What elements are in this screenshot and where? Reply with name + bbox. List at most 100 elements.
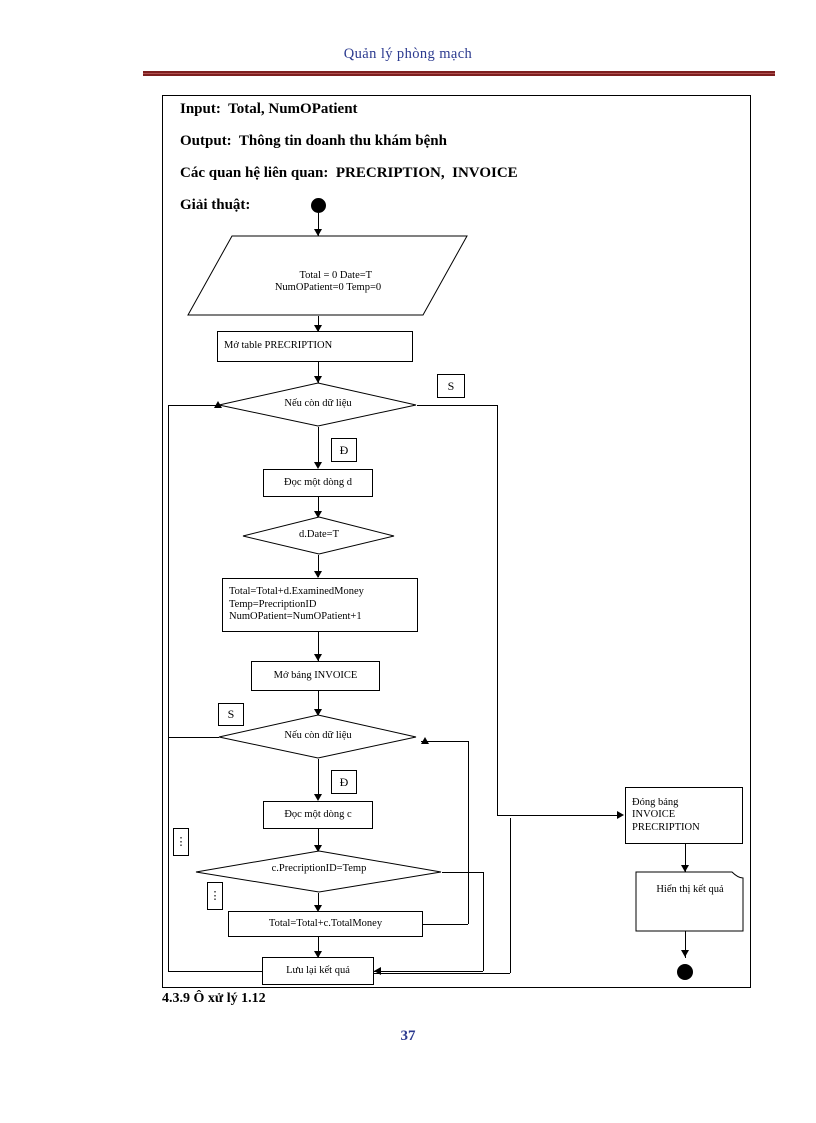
process-read-row-d-label: Đọc một dòng d bbox=[284, 476, 352, 488]
process-open-precription: Mở table PRECRIPTION bbox=[217, 331, 413, 362]
decision-still-data-1 bbox=[218, 382, 417, 427]
start-terminator bbox=[311, 198, 326, 213]
connector-start-to-init bbox=[318, 213, 319, 236]
page-number: 37 bbox=[400, 1028, 416, 1044]
arrowhead-decision2 bbox=[314, 511, 322, 518]
process-close-tables: Đóng bảng INVOICE PRECRIPTION bbox=[625, 787, 743, 844]
connector-d3-false-h bbox=[168, 737, 219, 738]
connector-outermost-v bbox=[510, 818, 511, 973]
spec-relations-line: Các quan hệ liên quan: PRECRIPTION, INVO… bbox=[180, 165, 518, 181]
tag-false-decision1: S bbox=[437, 374, 465, 398]
tag-true-decision1-label: Đ bbox=[339, 442, 349, 457]
connector-open-precription-to-decision1 bbox=[318, 362, 319, 383]
arrowhead-decision3 bbox=[314, 709, 322, 716]
connector-total-loop-h bbox=[423, 924, 468, 925]
tag-ellipsis-1: ⋮ bbox=[173, 828, 189, 856]
init-parallelogram-label: Total = 0 Date=T NumOPatient=0 Temp=0 bbox=[198, 257, 458, 307]
process-read-row-d: Đọc một dòng d bbox=[263, 469, 373, 497]
decision-date-equals-t-label: d.Date=T bbox=[298, 529, 340, 540]
process-save-result: Lưu lại kết quả bbox=[262, 957, 374, 985]
tag-ellipsis-2-label: ⋮ bbox=[209, 889, 221, 902]
init-parallelogram bbox=[187, 235, 468, 316]
connector-return-left-h bbox=[168, 971, 262, 972]
init-text: Total = 0 Date=T NumOPatient=0 Temp=0 bbox=[274, 269, 382, 294]
tag-ellipsis-1-label: ⋮ bbox=[175, 835, 187, 848]
process-accumulate-label: Total=Total+d.ExaminedMoney Temp=Precrip… bbox=[229, 586, 364, 623]
process-close-tables-label: Đóng bảng INVOICE PRECRIPTION bbox=[632, 796, 700, 833]
arrowhead-read-d bbox=[314, 462, 322, 469]
process-read-row-c-label: Đọc một dòng c bbox=[284, 808, 352, 820]
connector-d2-to-accumulate bbox=[318, 555, 319, 577]
tag-true-decision3: Đ bbox=[331, 770, 357, 794]
connector-display-to-end bbox=[685, 931, 686, 958]
process-total-money: Total=Total+c.TotalMoney bbox=[228, 911, 423, 937]
algorithm-frame bbox=[162, 95, 751, 988]
spec-output-line: Output: Thông tin doanh thu khám bệnh bbox=[180, 133, 447, 149]
process-total-money-label: Total=Total+c.TotalMoney bbox=[268, 917, 383, 929]
decision-still-data-2 bbox=[218, 714, 417, 759]
connector-close-to-display bbox=[685, 844, 686, 872]
decision-precriptionid-equals-temp-label: c.PrecriptionID=Temp bbox=[271, 863, 367, 874]
decision-still-data-2-label: Nếu còn dữ liệu bbox=[284, 730, 352, 741]
connector-total-loop-v bbox=[468, 741, 469, 924]
process-open-invoice: Mở bảng INVOICE bbox=[251, 661, 380, 691]
arrowhead-accumulate bbox=[314, 571, 322, 578]
process-open-invoice-label: Mở bảng INVOICE bbox=[273, 669, 358, 681]
connector-d4-to-total bbox=[318, 893, 319, 910]
tag-true-decision1: Đ bbox=[331, 438, 357, 462]
tag-false-decision3-label: S bbox=[227, 707, 235, 721]
connector-return-left-v bbox=[168, 737, 169, 971]
document-display-result bbox=[635, 871, 744, 932]
connector-outermost-h bbox=[374, 973, 510, 974]
arrowhead-display-result bbox=[681, 865, 689, 872]
arrowhead-save-result bbox=[314, 951, 322, 958]
arrowhead-open-precription bbox=[314, 325, 322, 332]
spec-algorithm-label: Giải thuật: bbox=[180, 197, 251, 213]
connector-total-to-save bbox=[318, 937, 319, 958]
connector-init-to-open-precription bbox=[318, 316, 319, 331]
arrowhead-decision4 bbox=[314, 845, 322, 852]
document-display-result-label: Hiển thị kết quả bbox=[656, 884, 724, 895]
connector-total-loop-back bbox=[421, 741, 468, 742]
connector-d4-false-h bbox=[442, 872, 483, 873]
decision-still-data-1-label: Nếu còn dữ liệu bbox=[284, 398, 352, 409]
connector-d1-true bbox=[318, 427, 319, 467]
connector-read-d-to-decision2 bbox=[318, 497, 319, 517]
tag-true-decision3-label: Đ bbox=[339, 774, 349, 789]
running-header-title: Quản lý phòng mạch bbox=[343, 46, 473, 62]
arrowhead-init bbox=[314, 229, 322, 236]
arrowhead-decision3-right bbox=[421, 737, 429, 744]
connector-outer-loop-h bbox=[168, 405, 219, 406]
connector-d3-true bbox=[318, 759, 319, 799]
connector-d4-false-v bbox=[483, 872, 484, 971]
connector-outer-loop-v bbox=[168, 405, 169, 737]
connector-d4-false-to-save bbox=[374, 971, 483, 972]
arrowhead-end bbox=[681, 950, 689, 957]
arrowhead-total-money bbox=[314, 905, 322, 912]
tag-ellipsis-2: ⋮ bbox=[207, 882, 223, 910]
connector-d1-false-v bbox=[497, 405, 498, 815]
arrowhead-close-tables bbox=[617, 811, 624, 819]
connector-d1-false-h bbox=[417, 405, 497, 406]
spec-input-line: Input: Total, NumOPatient bbox=[180, 101, 358, 117]
connector-d1-false-to-close bbox=[497, 815, 619, 816]
connector-read-c-to-decision4 bbox=[318, 829, 319, 851]
arrowhead-decision1 bbox=[314, 376, 322, 383]
end-terminator bbox=[677, 964, 693, 980]
decision-date-equals-t bbox=[242, 516, 395, 555]
figure-caption: 4.3.9 Ô xử lý 1.12 bbox=[162, 991, 266, 1006]
decision-precriptionid-equals-temp bbox=[195, 850, 442, 893]
process-accumulate: Total=Total+d.ExaminedMoney Temp=Precrip… bbox=[222, 578, 418, 632]
connector-open-invoice-to-decision3 bbox=[318, 691, 319, 715]
arrowhead-open-invoice bbox=[314, 654, 322, 661]
process-read-row-c: Đọc một dòng c bbox=[263, 801, 373, 829]
connector-accumulate-to-open-invoice bbox=[318, 632, 319, 661]
tag-false-decision1-label: S bbox=[447, 378, 455, 393]
process-open-precription-label: Mở table PRECRIPTION bbox=[224, 340, 333, 352]
process-save-result-label: Lưu lại kết quả bbox=[286, 964, 350, 976]
arrowhead-read-c bbox=[314, 794, 322, 801]
arrowhead-decision1-left bbox=[214, 401, 222, 408]
header-rule bbox=[143, 71, 775, 76]
